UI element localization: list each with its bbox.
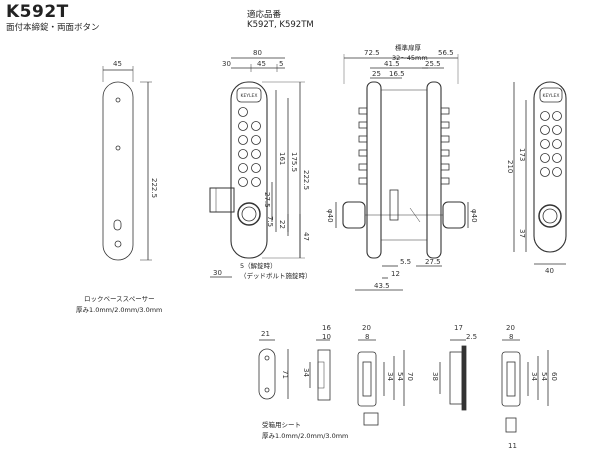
dim-label: 8 (365, 333, 369, 341)
dim-label: 210 (506, 160, 514, 173)
dim-label: 54 (396, 372, 404, 381)
dim-label: 175.5 (290, 152, 298, 172)
dim-label: 34 (302, 368, 310, 377)
dim-label: 72.5 (364, 49, 380, 57)
strike-box (357, 339, 405, 426)
dim-label: 27.5 (425, 258, 441, 266)
strike-shim-thickness: 厚み1.0mm/2.0mm/3.0mm (262, 432, 349, 440)
dim-label: 56.5 (438, 49, 454, 57)
dim-label: φ40 (470, 209, 478, 223)
dim-label: 222.5 (150, 178, 158, 198)
compat-models: K592T, K592TM (247, 20, 314, 30)
dim-label: 20 (362, 324, 371, 332)
dim-label: 25 (372, 70, 381, 78)
compat-label: 適応品番 (247, 10, 282, 20)
front-view-lock (209, 81, 268, 259)
back-view-lock (533, 81, 567, 253)
dim-label: 37 (518, 229, 526, 238)
dim-label: 30 (213, 269, 222, 277)
dim-label: 70 (406, 372, 414, 381)
spacer-plate (102, 81, 134, 261)
dim-label: 2.5 (466, 333, 477, 341)
dim-label: 11 (508, 442, 517, 450)
dim-label: 222.5 (302, 170, 310, 190)
dim-label: 34 (386, 372, 394, 381)
dim-label: 45 (113, 60, 122, 68)
dim-label: 60 (550, 372, 558, 381)
dim-label: 173 (518, 148, 526, 161)
strike-box-alt (501, 339, 549, 433)
side-view-lock (342, 81, 466, 259)
strike-plate (258, 339, 289, 400)
dim-label: 71 (281, 370, 289, 379)
dim-label: 21 (261, 330, 270, 338)
dim-label: 10 (322, 333, 331, 341)
note-lock-switch: 5（解錠時） (240, 262, 277, 270)
page-subtitle: 面付本締錠・両面ボタン (6, 23, 100, 33)
dim-label: 27.5 (263, 192, 271, 208)
dim-label: 30 (222, 60, 231, 68)
strike-side (309, 339, 331, 401)
spacer-title: ロックベーススペーサー (84, 295, 155, 303)
dim-label: 7.5 (266, 216, 274, 227)
brand-front: KEYLEX (241, 93, 258, 99)
strike-shim-title: 受箱用シート (262, 421, 301, 429)
page-title: K592T (6, 2, 69, 22)
spacer-thickness: 厚み1.0mm/2.0mm/3.0mm (76, 306, 163, 314)
dim-label: 17 (454, 324, 463, 332)
dim-label: 25.5 (425, 60, 441, 68)
dim-label: 8 (509, 333, 513, 341)
dim-label: 5 (279, 60, 283, 68)
dim-label: 47 (302, 232, 310, 241)
strike-box-side (439, 339, 467, 411)
dim-label: 20 (506, 324, 515, 332)
note-deadbolt: （デッドボルト施錠時） (240, 272, 312, 280)
dim-label: 161 (278, 152, 286, 165)
brand-back: KEYLEX (543, 93, 560, 99)
dim-label: 45 (257, 60, 266, 68)
dim-label: 41.5 (384, 60, 400, 68)
dim-label: 5.5 (400, 258, 411, 266)
dim-label: 54 (540, 372, 548, 381)
dim-label: 80 (253, 49, 262, 57)
dim-label: 16 (322, 324, 331, 332)
dim-label: 38 (431, 372, 439, 381)
door-thickness-label: 標準扉厚 (395, 44, 421, 52)
dim-label: 12 (391, 270, 400, 278)
dimension-labels: 45 222.5 80 30 45 5 175.5 161 222.5 27.5… (113, 49, 558, 450)
dim-label: 34 (530, 372, 538, 381)
dim-label: φ40 (326, 209, 334, 223)
dim-label: 16.5 (389, 70, 405, 78)
dim-label: 22 (278, 220, 286, 229)
dim-label: 43.5 (374, 282, 390, 290)
dim-label: 40 (545, 267, 554, 275)
